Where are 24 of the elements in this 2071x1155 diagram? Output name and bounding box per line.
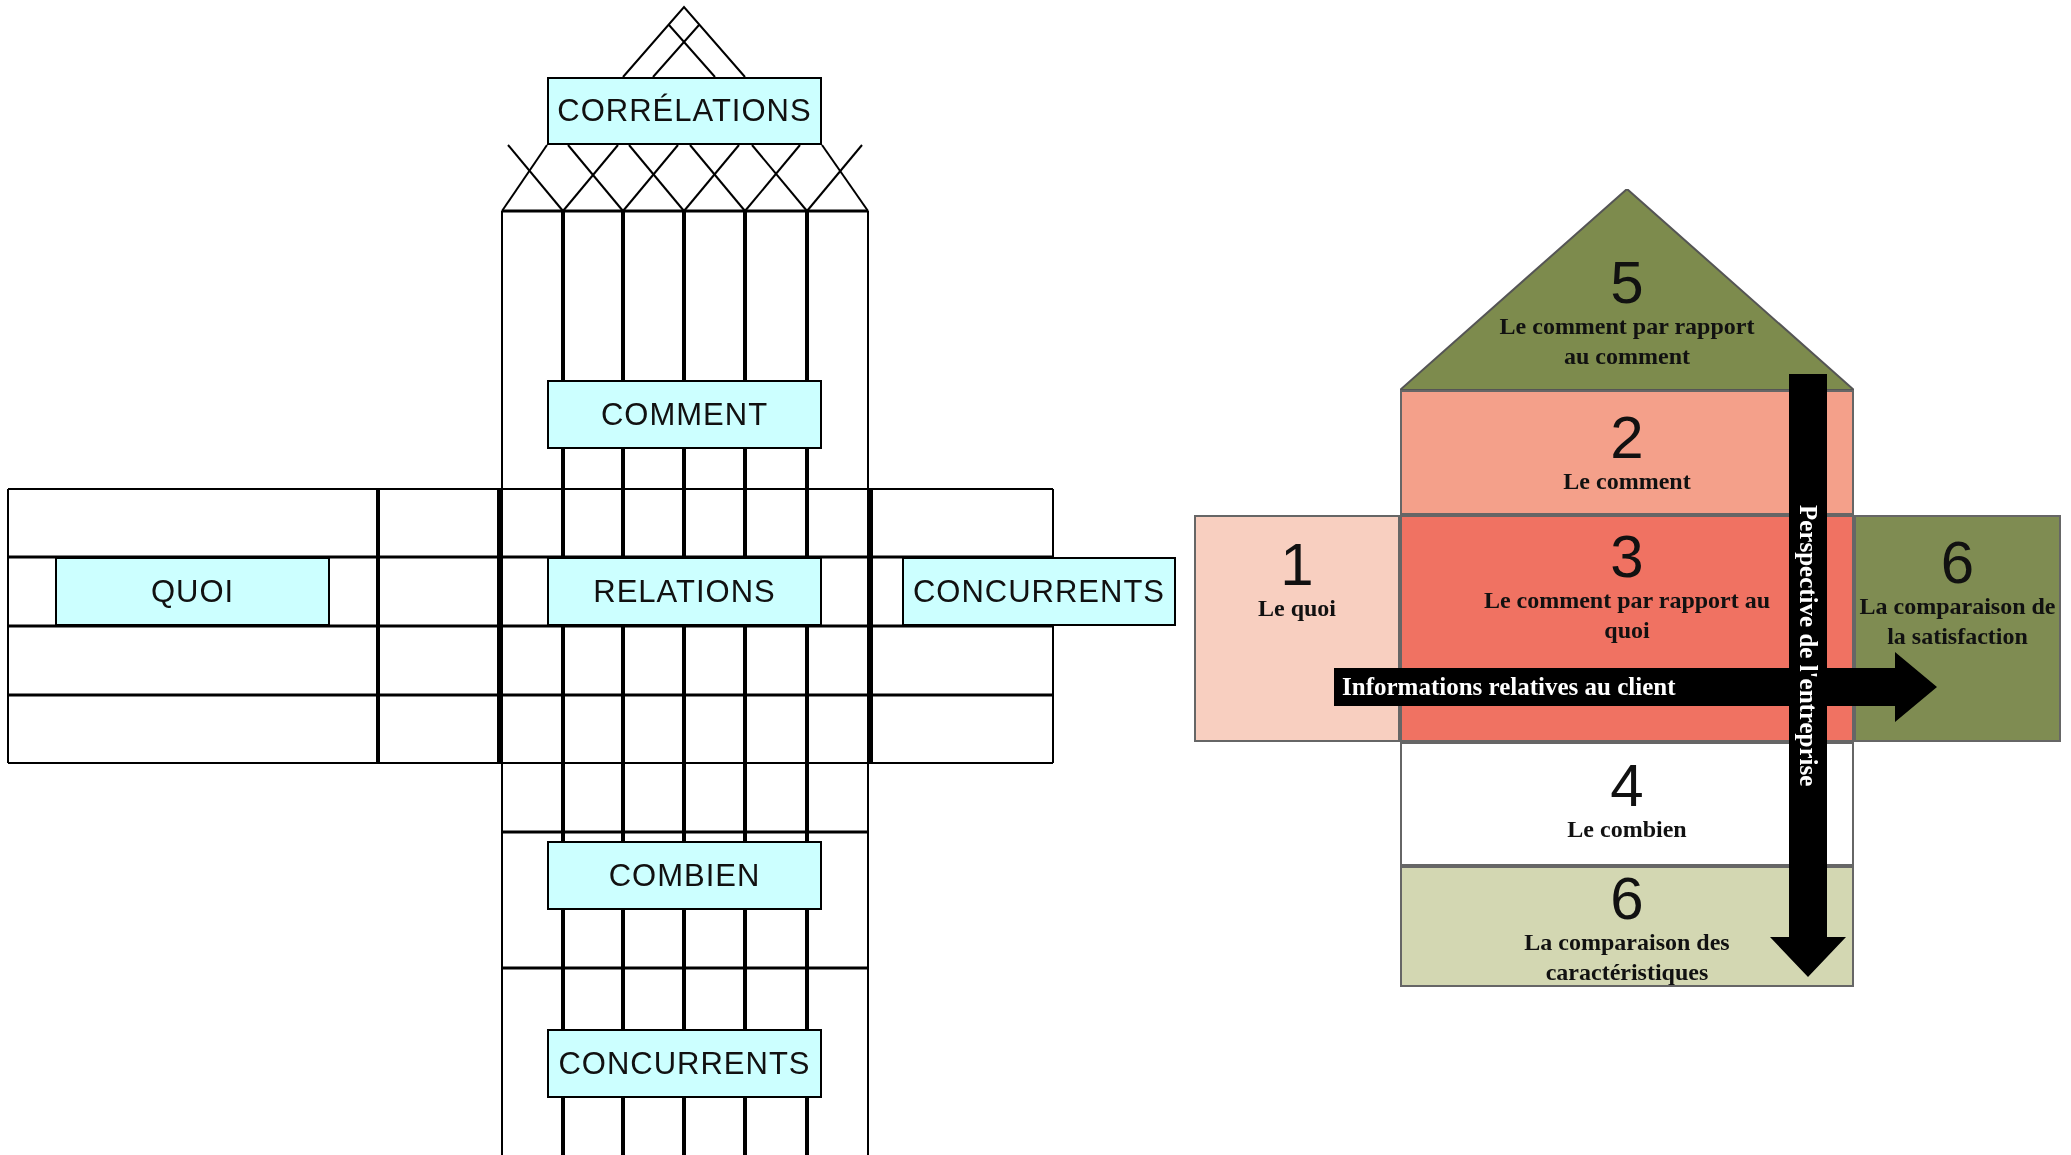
- section-label: La comparaison des caractéristiques: [1523, 928, 1731, 987]
- house-section: [1400, 866, 1854, 987]
- section-label: La comparaison de la satisfaction: [1858, 592, 2057, 651]
- section-number: 3: [1610, 529, 1644, 585]
- header-box: CONCURRENTS: [902, 557, 1176, 626]
- header-box: QUOI: [55, 557, 330, 626]
- header-box: COMMENT: [547, 380, 822, 449]
- section-number: 2: [1610, 410, 1644, 466]
- section-number: 6: [1610, 871, 1644, 927]
- section-label: Le comment par rapport au quoi: [1482, 586, 1772, 645]
- header-box: CORRÉLATIONS: [547, 77, 822, 145]
- house-section: [1854, 515, 2061, 742]
- section-label: Le comment par rapport au comment: [1498, 312, 1756, 371]
- section-number: 5: [1610, 255, 1644, 311]
- roof-section: [1400, 189, 1854, 390]
- header-box: CONCURRENTS: [547, 1029, 822, 1098]
- section-label: Le combien: [1567, 815, 1687, 844]
- section-number: 1: [1280, 537, 1314, 593]
- section-number: 4: [1610, 758, 1644, 814]
- section-label: Le comment: [1563, 467, 1691, 496]
- header-box: RELATIONS: [547, 557, 822, 626]
- header-box: COMBIEN: [547, 841, 822, 910]
- section-number: 6: [1940, 535, 1975, 591]
- section-label: Le quoi: [1258, 594, 1336, 623]
